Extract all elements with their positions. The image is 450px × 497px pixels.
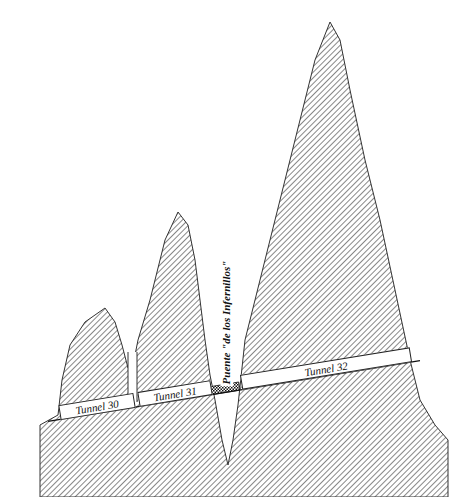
bridge-label: Puente "de los Infernillos": [221, 258, 234, 386]
mountain-mass: [40, 22, 448, 497]
